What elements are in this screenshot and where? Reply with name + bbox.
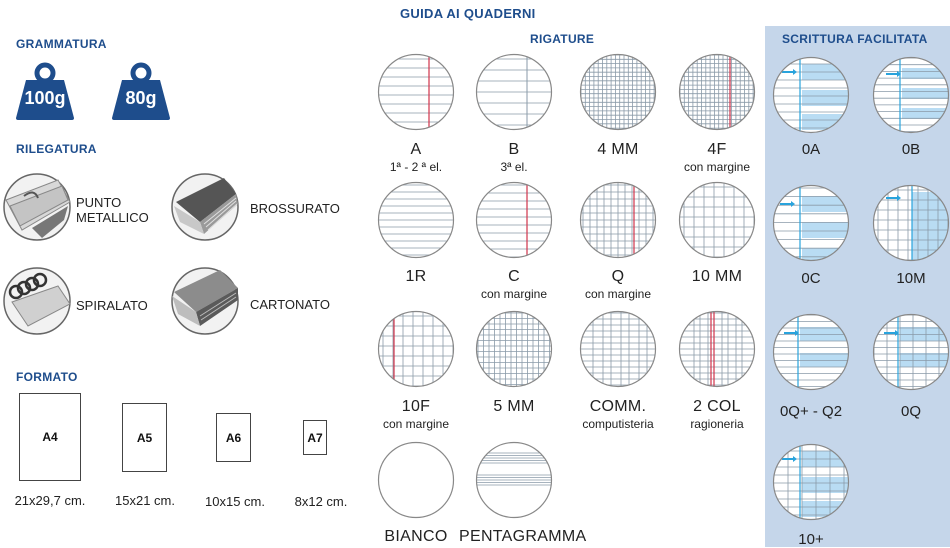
ruling-1r-icon [377, 181, 455, 259]
ruling-bianco-icon [377, 441, 455, 519]
ruling-subtitle: 3ª el. [500, 160, 528, 174]
rilegatura-punto-metallico-label: PUNTO METALLICO [76, 195, 149, 225]
ruling-name: 2 COL [693, 398, 741, 415]
ruling-name: Q [611, 268, 625, 285]
ruling-2-col-icon [678, 310, 756, 388]
formato-a6-size: 10x15 cm. [205, 494, 265, 509]
spiralato-icon [3, 267, 71, 335]
ruling-10f-icon [377, 310, 455, 388]
formato-a5-sheet: A5 [122, 403, 167, 472]
ruling-subtitle: computisteria [582, 417, 654, 431]
rigature-heading: RIGATURE [530, 32, 595, 46]
ruling-q-icon [579, 181, 657, 259]
scrittura-name: 10+ [798, 531, 824, 548]
formato-a5-size: 15x21 cm. [115, 493, 175, 508]
scrittura-name: 0B [901, 141, 921, 158]
rilegatura-spiralato-label: SPIRALATO [76, 298, 148, 313]
ruling-subtitle: con margine [480, 287, 548, 301]
ruling-subtitle: con margine [683, 160, 751, 174]
weight-80g-icon: 80g [110, 62, 172, 122]
scrittura-10m-icon [872, 184, 950, 262]
formato-a4-sheet: A4 [19, 393, 81, 481]
scrittura-0q-icon [872, 313, 950, 391]
ruling-name: BIANCO [384, 528, 448, 545]
ruling-pentagramma-icon [475, 441, 553, 519]
ruling-name: COMM. [589, 398, 647, 415]
scrittura-name: 0A [801, 141, 821, 158]
rilegatura-brossurato-label: BROSSURATO [250, 201, 340, 216]
ruling-name: 5 MM [493, 398, 535, 415]
rilegatura-label-line2: METALLICO [76, 210, 149, 225]
ruling-a-icon [377, 53, 455, 131]
grammatura-heading: GRAMMATURA [16, 37, 107, 51]
weight-80g-label: 80g [125, 88, 157, 108]
ruling-name: 4F [707, 141, 727, 158]
punto-metallico-icon [3, 173, 71, 241]
scrittura-0b-icon [872, 56, 950, 134]
weight-100g-label: 100g [24, 88, 66, 108]
rilegatura-heading: RILEGATURA [16, 142, 97, 156]
scrittura-heading: SCRITTURA FACILITATA [782, 32, 928, 46]
scrittura-name: 0Q+ - Q2 [779, 403, 843, 420]
ruling-name: B [508, 141, 520, 158]
ruling-name: PENTAGRAMMA [459, 528, 587, 545]
ruling-name: A [410, 141, 422, 158]
ruling-4f-icon [678, 53, 756, 131]
formato-a7-sheet: A7 [303, 420, 327, 455]
ruling-b-icon [475, 53, 553, 131]
scrittura-0a-icon [772, 56, 850, 134]
formato-a4-size: 21x29,7 cm. [14, 493, 86, 508]
ruling-subtitle: con margine [382, 417, 450, 431]
formato-a7-size: 8x12 cm. [294, 494, 348, 509]
scrittura-name: 0Q [900, 403, 921, 420]
formato-heading: FORMATO [16, 370, 78, 384]
ruling-subtitle: con margine [584, 287, 652, 301]
ruling-name: 4 MM [597, 141, 639, 158]
ruling-c-icon [475, 181, 553, 259]
rilegatura-label-line1: PUNTO [76, 195, 122, 210]
formato-a6-label: A6 [225, 430, 242, 445]
scrittura-name: 0C [801, 270, 821, 287]
scrittura-10-icon [772, 443, 850, 521]
ruling-subtitle: ragioneria [690, 417, 744, 431]
ruling-5-mm-icon [475, 310, 553, 388]
ruling-name: 10 MM [691, 268, 743, 285]
formato-a4-label: A4 [42, 430, 58, 444]
ruling-4-mm-icon [579, 53, 657, 131]
scrittura-0q-q2-icon [772, 313, 850, 391]
weight-100g-icon: 100g [14, 62, 76, 122]
formato-a7-label: A7 [307, 430, 323, 445]
ruling-10-mm-icon [678, 181, 756, 259]
rilegatura-cartonato-label: CARTONATO [250, 297, 330, 312]
ruling-subtitle: 1ª - 2 ª el. [389, 160, 443, 174]
ruling-name: C [508, 268, 520, 285]
formato-a5-label: A5 [136, 430, 153, 445]
ruling-name: 1R [405, 268, 427, 285]
scrittura-0c-icon [772, 184, 850, 262]
page-title: GUIDA AI QUADERNI [400, 6, 536, 21]
scrittura-name: 10M [896, 270, 926, 287]
brossurato-icon [171, 173, 239, 241]
formato-a6-sheet: A6 [216, 413, 251, 462]
cartonato-icon [171, 267, 239, 335]
ruling-comm-icon [579, 310, 657, 388]
ruling-name: 10F [401, 398, 431, 415]
